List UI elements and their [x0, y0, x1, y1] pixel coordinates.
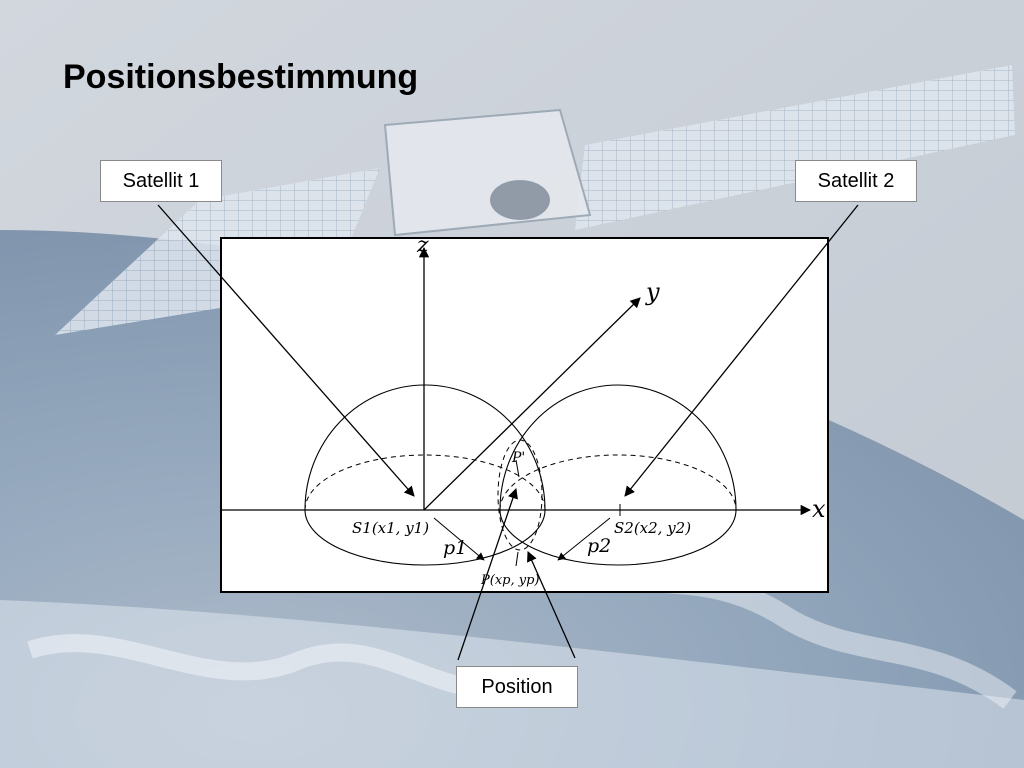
sphere-1-top: [304, 384, 546, 511]
satellite1-callout-line: [157, 204, 415, 497]
s1-label: S1(x1, y1): [352, 519, 429, 537]
slide-title: Positionsbestimmung: [63, 58, 419, 96]
satellite2-label: Satellit 2: [795, 160, 917, 202]
z-axis-label: z: [416, 233, 429, 258]
sphere-1-bottom: [304, 509, 546, 566]
satellite1-label: Satellit 1: [100, 160, 222, 202]
p2-range-arrow: [557, 517, 611, 561]
p-prime-marker: [515, 459, 520, 478]
sphere-1-hidden: [304, 454, 546, 511]
p1-label: p1: [443, 537, 467, 559]
y-axis: [423, 297, 641, 511]
s2-label: S2(x2, y2): [614, 519, 691, 537]
p1-range-arrow: [433, 517, 485, 561]
sphere-2-bottom: [499, 509, 737, 566]
x-axis-label: x: [812, 495, 826, 523]
position-label: Position: [456, 666, 578, 708]
p-marker: [515, 551, 519, 567]
sphere-2-top: [499, 384, 737, 511]
position-callout-line-1: [457, 488, 518, 661]
p-prime-label: P': [511, 450, 525, 466]
intersection-circle: [497, 439, 543, 551]
y-axis-label: y: [645, 278, 660, 306]
p-label: P(xp, yp): [480, 573, 539, 588]
p2-label: p2: [587, 535, 611, 557]
satellite2-callout-line: [624, 204, 859, 497]
position-callout-line-2: [527, 551, 576, 659]
sphere-2-hidden: [499, 454, 737, 511]
diagram-frame: [220, 237, 829, 593]
